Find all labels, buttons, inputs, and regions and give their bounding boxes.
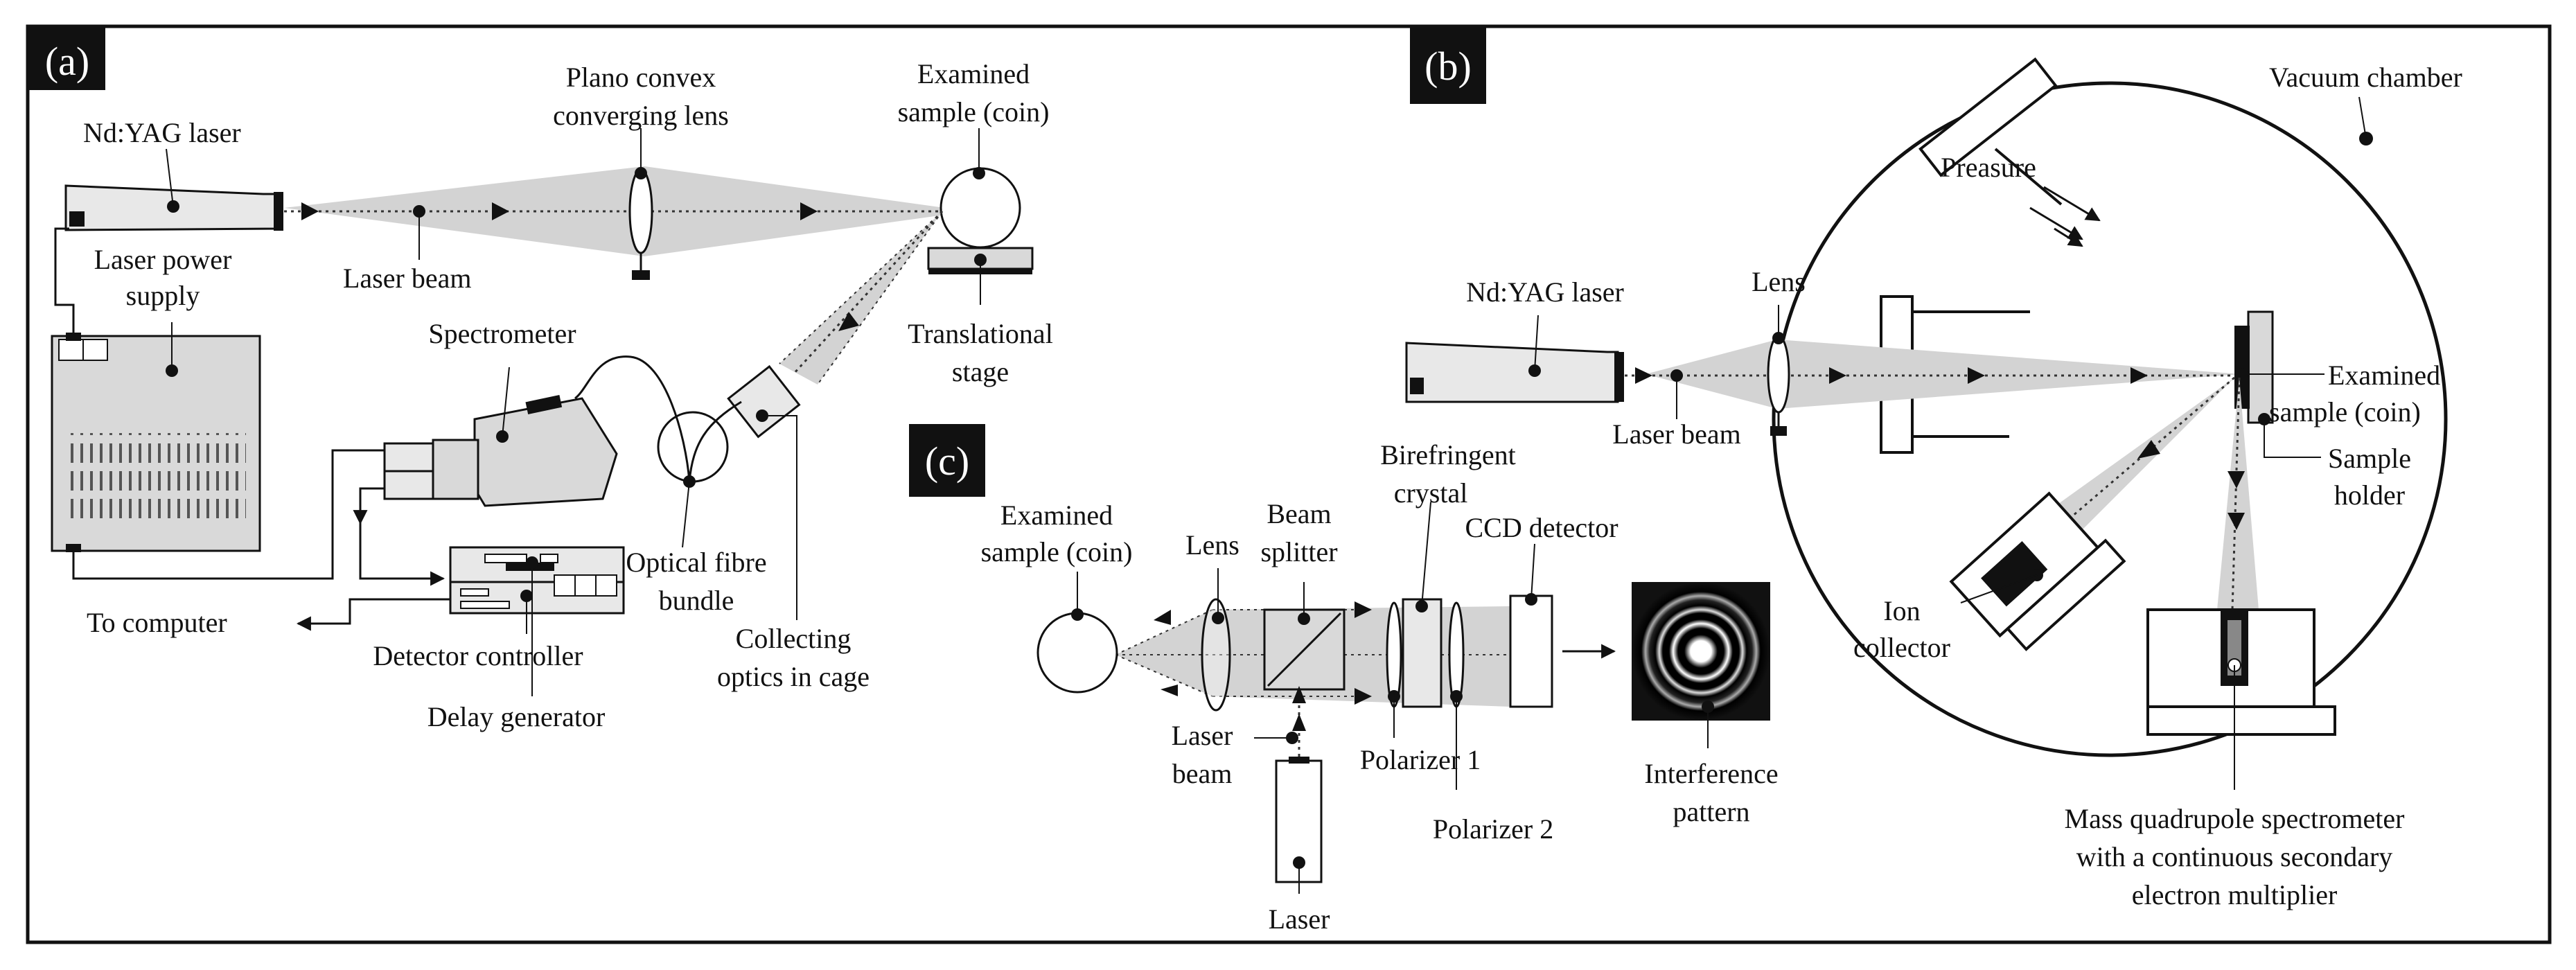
b-ion-cone <box>2027 378 2234 547</box>
c-lens <box>1201 598 1231 712</box>
b-ion-label-2: collector <box>1853 632 1950 663</box>
b-mass-label-3: electron multiplier <box>2132 879 2338 910</box>
a-optical-fibre-label-1: Optical fibre <box>626 547 766 578</box>
c-birefringent-crystal <box>1402 598 1443 708</box>
b-laser-beam-label: Laser beam <box>1612 418 1740 450</box>
b-sample-holder-label-1: Sample <box>2328 443 2411 474</box>
a-nd-yag-label: Nd:YAG laser <box>83 117 241 148</box>
c-birefringent-label-2: crystal <box>1394 477 1468 509</box>
b-vacuum-label: Vacuum chamber <box>2269 62 2462 93</box>
figure-border <box>26 24 2552 944</box>
c-birefringent-label-1: Birefringent <box>1380 439 1516 470</box>
c-polarizer-2-label: Polarizer 2 <box>1433 813 1553 845</box>
c-beam-splitter-label-2: splitter <box>1260 536 1337 567</box>
b-vacuum-chamber <box>1772 81 2448 757</box>
panel-a-tag: (a) <box>45 39 89 84</box>
c-laser-beam-label-1: Laser <box>1172 720 1233 751</box>
b-mass-label-2: with a continuous secondary <box>2076 841 2393 872</box>
c-beam-splitter-label-1: Beam <box>1267 498 1331 529</box>
a-examined-label-1: Examined <box>917 58 1030 89</box>
a-examined-label-2: sample (coin) <box>898 96 1050 127</box>
a-delay-generator-label: Delay generator <box>427 701 606 732</box>
b-ion-label-1: Ion <box>1883 595 1920 626</box>
c-polarizer-1-label: Polarizer 1 <box>1360 744 1481 775</box>
a-optical-fibre-label-2: bundle <box>659 585 734 616</box>
a-plano-convex-label-2: converging lens <box>553 100 729 131</box>
a-optical-fibre <box>574 355 742 482</box>
a-laser-beam-label: Laser beam <box>343 263 471 294</box>
a-beam-cone <box>284 166 970 256</box>
b-examined-label-2: sample (coin) <box>2269 396 2421 427</box>
a-translational-label-1: Translational <box>908 318 1053 349</box>
b-pressure-port <box>1918 57 2058 177</box>
c-lens-label: Lens <box>1185 529 1240 561</box>
a-spectrometer <box>473 397 618 507</box>
b-examined-label-1: Examined <box>2328 360 2440 391</box>
c-examined-label-2: sample (coin) <box>981 536 1133 567</box>
c-ccd-detector <box>1509 594 1553 708</box>
a-examined-sample <box>939 167 1021 249</box>
a-laser-power-label-2: supply <box>126 280 200 311</box>
a-collecting-optics <box>727 364 801 439</box>
panel-b: (b) Vacuum chamber Preasure Nd:YAG laser <box>1405 28 2462 910</box>
a-collection-cone <box>779 211 942 385</box>
c-laser-beam-label-2: beam <box>1172 758 1233 789</box>
b-ion-collector <box>1949 491 2126 651</box>
b-preasure-label: Preasure <box>1941 152 2036 183</box>
c-laser-label: Laser <box>1269 903 1330 935</box>
panel-a-tag-bg <box>29 28 105 90</box>
panel-b-tag-bg <box>1410 28 1486 104</box>
a-plano-convex-lens <box>628 168 653 254</box>
b-nd-yag-laser <box>1405 342 1619 403</box>
a-detector-controller-label: Detector controller <box>373 640 583 671</box>
a-collecting-label-2: optics in cage <box>717 661 870 692</box>
a-spectrometer-label: Spectrometer <box>428 318 576 349</box>
panel-c: (c) Examined sample (coin) Lens Beam spl… <box>909 424 1779 935</box>
panel-c-tag-bg <box>909 424 985 497</box>
a-optical-fibre-loop <box>657 411 729 483</box>
b-mass-label-1: Mass quadrupole spectrometer <box>2065 803 2405 834</box>
a-plano-convex-label-1: Plano convex <box>566 62 716 93</box>
c-interference-label-2: pattern <box>1673 796 1749 827</box>
b-lens <box>1767 335 1790 414</box>
b-mass-spectrometer <box>2146 608 2336 736</box>
panel-a: (a) Nd:YAG laser Laser beam Plano convex… <box>29 28 1053 732</box>
a-to-computer-label: To computer <box>87 607 227 638</box>
b-nd-yag-label: Nd:YAG laser <box>1466 276 1624 308</box>
b-sample-holder-label-2: holder <box>2334 479 2405 511</box>
panel-c-tag: (c) <box>925 439 969 484</box>
b-lens-label: Lens <box>1752 266 1806 297</box>
b-beam-cone <box>1646 340 2241 409</box>
a-translational-label-2: stage <box>952 356 1009 387</box>
a-collecting-label-1: Collecting <box>736 623 852 654</box>
b-mass-cone <box>2217 378 2259 610</box>
c-examined-sample <box>1036 612 1118 694</box>
c-examined-label-1: Examined <box>1000 500 1113 531</box>
b-examined-sample <box>2234 326 2250 409</box>
c-interference-pattern <box>1632 582 1770 721</box>
c-ccd-label: CCD detector <box>1465 512 1618 543</box>
a-laser-power-label-1: Laser power <box>94 244 232 275</box>
c-interference-label-1: Interference <box>1644 758 1778 789</box>
panel-b-tag: (b) <box>1424 44 1472 89</box>
